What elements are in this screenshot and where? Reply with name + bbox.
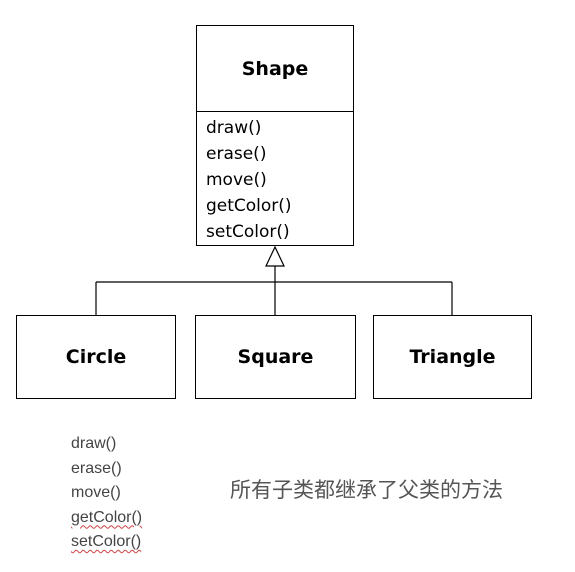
parent-method-list: draw() erase() move() getColor() setColo… <box>197 112 353 245</box>
inheritance-arrowhead <box>265 245 285 267</box>
child-class-name: Circle <box>65 346 127 368</box>
child-class-circle: Circle <box>16 315 176 399</box>
parent-class-shape: Shape draw() erase() move() getColor() s… <box>196 25 354 246</box>
parent-method: setColor() <box>206 222 290 242</box>
inherited-method: erase() <box>71 459 122 477</box>
inherited-method: setColor() <box>71 533 142 550</box>
child-class-square: Square <box>195 315 356 399</box>
inherited-method: getColor() <box>71 508 143 526</box>
child-class-triangle: Triangle <box>373 315 532 399</box>
inherited-method: move() <box>71 484 121 501</box>
inherited-method: draw() <box>71 435 117 452</box>
child-class-name: Square <box>237 346 314 368</box>
parent-method: draw() <box>206 118 262 138</box>
parent-method: erase() <box>206 144 267 164</box>
parent-method: move() <box>206 170 267 190</box>
parent-class-name: Shape <box>197 26 353 112</box>
parent-method: getColor() <box>206 196 292 216</box>
child-class-name: Triangle <box>409 346 496 368</box>
inherited-method-list: draw() erase() move() getColor() setColo… <box>71 432 142 555</box>
inheritance-note: 所有子类都继承了父类的方法 <box>230 478 503 502</box>
